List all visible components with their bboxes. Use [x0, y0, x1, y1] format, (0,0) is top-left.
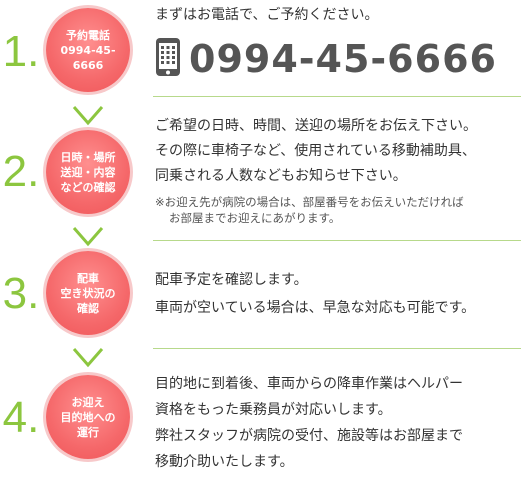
- step-4-line: 目的地に到着後、車両からの降車作業はヘルパー: [155, 376, 463, 392]
- step-2-note: お部屋までお迎えにあがります。: [169, 211, 341, 225]
- step-2-circle-line: 送迎・内容: [60, 165, 116, 179]
- divider: [153, 96, 521, 97]
- step-2-number: 2.: [2, 147, 40, 196]
- step-1-lead: まずはお電話で、ご予約ください。: [155, 7, 379, 23]
- step-2-line: 同乗される人数などもお知らせ下さい。: [155, 168, 407, 184]
- step-4-circle: お迎え 目的地への 運行: [46, 375, 130, 459]
- arrow-down-icon: [72, 227, 104, 247]
- step-1-circle-line: 0994-45-6666: [60, 43, 116, 72]
- step-3-circle-line: 確認: [77, 301, 99, 315]
- phone-icon: [155, 37, 181, 81]
- step-4-number: 4.: [2, 393, 40, 442]
- phone-number[interactable]: 0994-45-6666: [189, 37, 497, 81]
- step-2-line: その際に車椅子など、使用されている移動補助具、: [155, 143, 476, 159]
- divider: [153, 240, 521, 241]
- step-2-note: ※お迎え先が病院の場合は、部屋番号をお伝えいただければ: [155, 195, 464, 209]
- step-3-circle: 配車 空き状況の 確認: [46, 251, 130, 335]
- phone-row: 0994-45-6666: [155, 34, 497, 84]
- step-3-circle-line: 空き状況の: [60, 286, 116, 300]
- step-1-number: 1.: [2, 27, 40, 76]
- step-2-line: ご希望の日時、時間、送迎の場所をお伝え下さい。: [155, 118, 477, 134]
- arrow-down-icon: [72, 348, 104, 368]
- arrow-down-icon: [72, 106, 104, 126]
- step-4-circle-line: 運行: [77, 425, 99, 439]
- step-3-circle-line: 配車: [77, 271, 99, 285]
- step-4-circle-line: お迎え: [71, 395, 105, 409]
- step-1-circle-line: 予約電話: [66, 28, 110, 42]
- step-4-line: 移動介助いたします。: [155, 454, 294, 470]
- step-2-circle-line: などの確認: [60, 180, 116, 194]
- step-2-circle-line: 日時・場所: [60, 150, 116, 164]
- step-4-circle-line: 目的地への: [60, 410, 116, 424]
- step-4-line: 資格をもった乗務員が対応いします。: [155, 402, 392, 418]
- step-3-line: 車両が空いている場合は、早急な対応も可能です。: [155, 300, 476, 316]
- step-2-circle: 日時・場所 送迎・内容 などの確認: [46, 130, 130, 214]
- step-1-circle: 予約電話 0994-45-6666: [46, 8, 130, 92]
- step-3-line: 配車予定を確認します。: [155, 272, 308, 288]
- step-3-number: 3.: [2, 269, 40, 318]
- divider: [153, 348, 521, 349]
- step-4-line: 弊社スタッフが病院の受付、施設等はお部屋まで: [155, 428, 463, 444]
